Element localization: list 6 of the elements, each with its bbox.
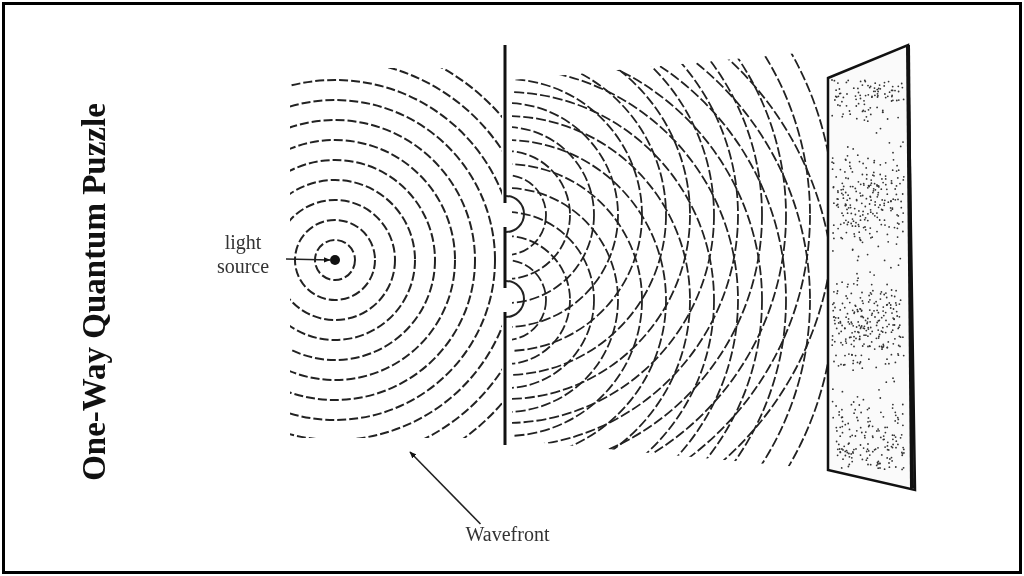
wavefront-label: Wavefront <box>440 522 575 546</box>
leader-line <box>285 257 331 263</box>
source-label: light source <box>198 230 288 278</box>
light-source-dot <box>330 255 340 265</box>
title: One-Way Quantum Puzzle <box>75 103 113 481</box>
leader-line <box>409 451 482 525</box>
